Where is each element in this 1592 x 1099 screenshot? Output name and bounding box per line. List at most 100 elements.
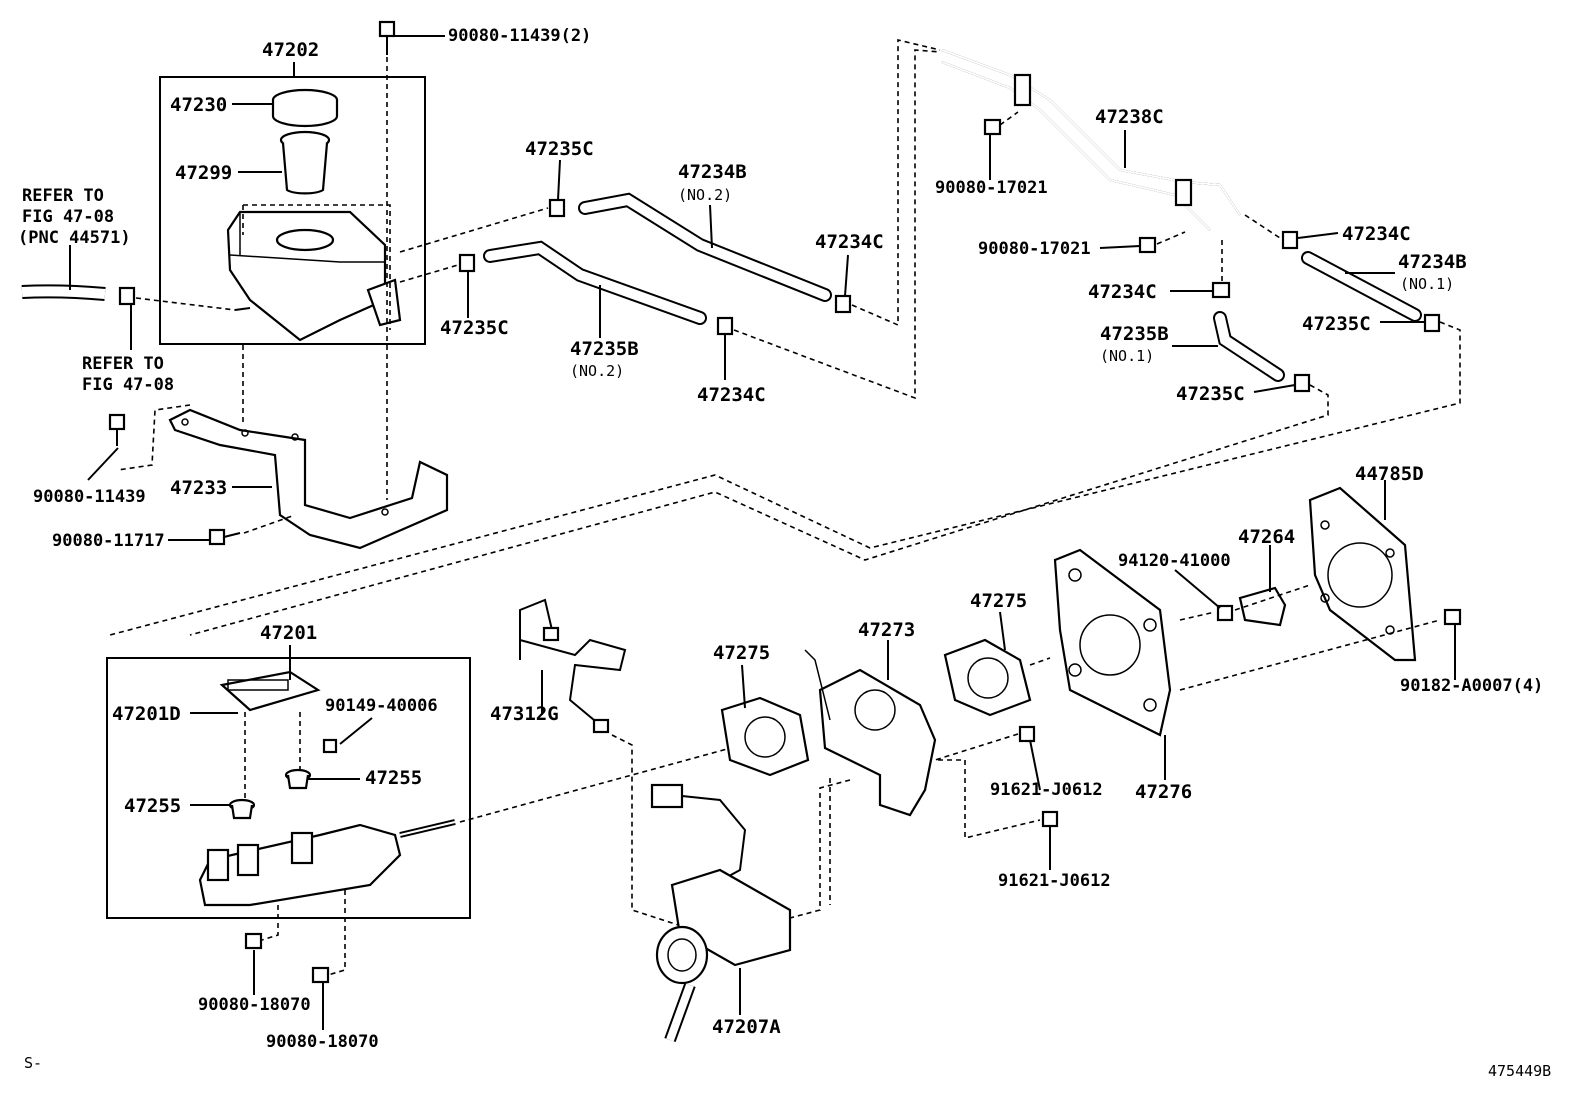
corner-mark: S-: [24, 1054, 42, 1072]
clamp-47234C-c: [1281, 230, 1299, 250]
label-94120-41000: 94120-41000: [1118, 551, 1231, 571]
nut-90080-17021-b: [1138, 236, 1157, 254]
tube-47238C: [941, 49, 1241, 231]
label-47235B-no1: 47235B: [1100, 323, 1169, 345]
label-47230: 47230: [170, 94, 227, 116]
label-no2-b: (NO.2): [570, 362, 624, 380]
reservoir-mount-47201D: [219, 670, 321, 712]
plate-switch-guides: [789, 778, 851, 919]
label-90080-11439: 90080-11439: [33, 487, 146, 507]
label-47264: 47264: [1238, 526, 1295, 548]
bolt-90080-11439: [108, 413, 126, 446]
nut-90080-17021-a: [983, 118, 1002, 136]
bolt-j0612-guides: [934, 733, 1041, 840]
master-cylinder-group-box: [106, 657, 471, 919]
refer-note-1-line1: REFER TO: [22, 186, 104, 206]
nut-90182-A0007: [1443, 608, 1462, 626]
reservoir-group-box: [159, 76, 426, 345]
hose-guide-right-b: [733, 49, 941, 400]
bolt-11717-guide: [243, 514, 296, 534]
booster-guides: [1179, 584, 1441, 691]
label-47234C-c: 47234C: [1342, 223, 1411, 245]
label-90149-40006: 90149-40006: [325, 696, 438, 716]
label-47299: 47299: [175, 162, 232, 184]
label-47201D: 47201D: [112, 703, 181, 725]
label-90080-11439-2: 90080-11439(2): [448, 26, 591, 46]
refer-note-1-line2: FIG 47-08: [22, 207, 114, 227]
hose-47234B-no2: [578, 192, 832, 302]
clamp-47234C-a: [834, 294, 852, 314]
hose-47234B-no1: [1301, 251, 1422, 322]
label-90080-17021-b: 90080-17021: [978, 239, 1091, 259]
reservoir-cap-47230: [271, 88, 339, 128]
clamp-47234C-b: [716, 316, 734, 336]
refer-hose-guide: [135, 297, 236, 311]
label-47235C-a: 47235C: [525, 138, 594, 160]
master-cylinder: [198, 819, 456, 907]
label-47273: 47273: [858, 619, 915, 641]
reservoir-tank: [226, 210, 402, 342]
label-47235C-c: 47235C: [1302, 313, 1371, 335]
bolt-90080-11439-2: [378, 20, 396, 55]
label-90182-A0007: 90182-A0007(4): [1400, 676, 1543, 696]
label-90080-17021-a: 90080-17021: [935, 178, 1048, 198]
hose-guide-right-a: [851, 38, 941, 327]
bolt-91621-J0612-a: [1018, 725, 1036, 743]
grommet-47255-b: [228, 798, 256, 820]
reservoir-dash-guide: [242, 204, 391, 330]
booster-plate-47276: [1053, 548, 1172, 737]
tube-clamp-guide: [1244, 214, 1281, 239]
gasket-47275-b: [943, 638, 1032, 717]
label-91621-J0612-a: 91621-J0612: [990, 780, 1103, 800]
grommet-47255-a: [284, 768, 312, 790]
bracket-guide: [117, 345, 244, 471]
gasket-44785D: [1308, 486, 1417, 662]
nut-94120-41000: [1216, 604, 1234, 622]
label-no1-a: (NO.1): [1400, 275, 1454, 293]
strainer-47299: [279, 130, 331, 195]
grommet-guides: [244, 712, 301, 800]
hose-47235B-no2: [483, 240, 707, 325]
label-47275-a: 47275: [713, 642, 770, 664]
refer-note-1-line3: (PNC 44571): [18, 228, 131, 248]
label-47234C-a: 47234C: [815, 231, 884, 253]
plate-47273: [804, 649, 937, 817]
label-47234C-b: 47234C: [697, 384, 766, 406]
label-47255-b: 47255: [124, 795, 181, 817]
label-47255-a: 47255: [365, 767, 422, 789]
bolt-91621-J0612-b: [1041, 810, 1059, 828]
label-47202: 47202: [262, 39, 319, 61]
label-47235C-b: 47235C: [440, 317, 509, 339]
label-47235B-no2: 47235B: [570, 338, 639, 360]
mc-nut-guides: [261, 890, 346, 976]
clamp-47235C-a: [548, 198, 566, 218]
refer-note-2-line1: REFER TO: [82, 354, 164, 374]
label-91621-J0612-b: 91621-J0612: [998, 871, 1111, 891]
hose-47235B-no1: [1213, 311, 1285, 382]
switch-47207A: [650, 783, 792, 1043]
master-cylinder-axis-guide: [459, 739, 761, 823]
label-90080-11717: 90080-11717: [52, 531, 165, 551]
long-guide-b: [189, 384, 1329, 636]
label-47235C-d: 47235C: [1176, 383, 1245, 405]
label-no1-b: (NO.1): [1100, 347, 1154, 365]
label-47238C: 47238C: [1095, 106, 1164, 128]
clamp-47234C-d: [1211, 281, 1231, 299]
label-47207A: 47207A: [712, 1016, 781, 1038]
diagram-number: 475449B: [1488, 1062, 1551, 1080]
label-no2-a: (NO.2): [678, 186, 732, 204]
long-guide-a: [109, 321, 1461, 636]
label-44785D: 44785D: [1355, 463, 1424, 485]
label-47234B-no1: 47234B: [1398, 251, 1467, 273]
clamp-47235C-c: [1423, 313, 1441, 333]
nut-90080-18070-a: [244, 932, 263, 950]
nut-guides: [999, 111, 1186, 245]
tube-47312G-guide: [611, 734, 701, 933]
clamp-47235C-b: [458, 253, 476, 273]
bracket-47233: [168, 408, 449, 550]
label-90080-18070-b: 90080-18070: [266, 1032, 379, 1052]
label-47234B-no2: 47234B: [678, 161, 747, 183]
nut-90080-18070-b: [311, 966, 330, 984]
label-47276: 47276: [1135, 781, 1192, 803]
